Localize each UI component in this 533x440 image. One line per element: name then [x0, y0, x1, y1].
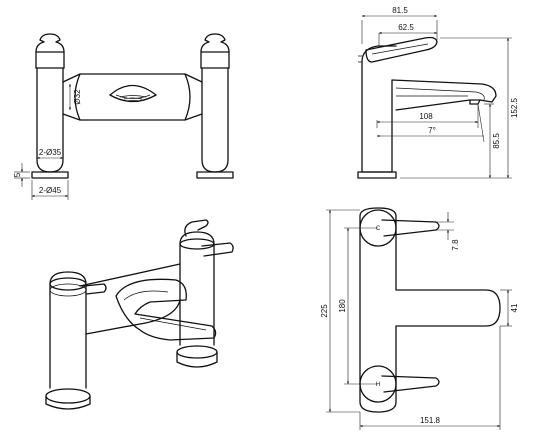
perspective-view: [45, 219, 234, 410]
top-view: C H 225 180 7.8 41 151.8: [320, 207, 519, 430]
dim-base-diameter: 2-Ø45: [39, 186, 62, 195]
dim-centres: 180: [338, 299, 347, 313]
side-base: [357, 171, 397, 179]
side-lever: [365, 36, 438, 63]
dim-spout-width: 41: [510, 303, 519, 312]
dim-total-width: 225: [320, 304, 329, 318]
front-view: Ø32 2-Ø35 5 2-Ø45: [13, 33, 234, 200]
front-pillar: [45, 271, 107, 410]
dim-total-height: 152.5: [510, 97, 519, 118]
top-body: [359, 207, 501, 413]
dim-base-height: 5: [13, 172, 22, 177]
cold-marker: C: [376, 226, 381, 232]
dim-total-depth: 81.5: [392, 6, 408, 15]
right-pillar: [200, 33, 230, 173]
dim-spout-height: 85.5: [492, 133, 501, 149]
dim-lever-offset: 7.8: [451, 239, 460, 251]
perspective-spout: [79, 263, 217, 341]
left-base: [31, 171, 69, 179]
dim-outlet-diameter: Ø32: [73, 89, 82, 105]
right-base: [196, 171, 234, 179]
dim-lever-depth: 62.5: [398, 23, 414, 32]
side-spout: [391, 79, 497, 111]
spout-outlet: [109, 84, 157, 103]
bridge-body: [62, 73, 203, 121]
dim-spout-reach: 108: [419, 112, 433, 121]
rear-pillar: [176, 219, 234, 368]
dim-spout-angle: 7°: [428, 126, 436, 135]
dim-pillar-diameter: 2-Ø35: [39, 148, 62, 157]
side-view: 81.5 62.5 108 7° 152.5 85.5: [357, 6, 519, 179]
hot-marker: H: [376, 382, 380, 388]
dim-overall-depth: 151.8: [420, 416, 441, 425]
side-body: [361, 61, 393, 173]
